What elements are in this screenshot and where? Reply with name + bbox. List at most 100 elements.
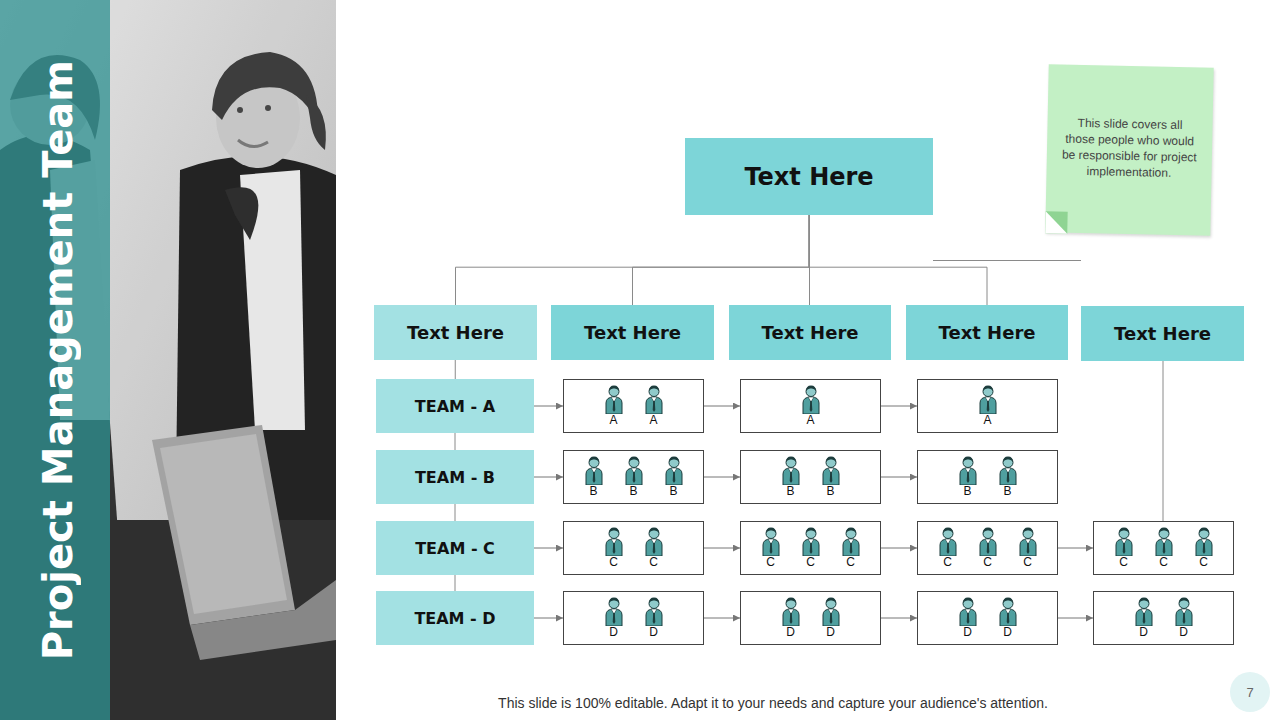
- member-letter: B: [629, 485, 637, 497]
- member-figure: C: [751, 522, 791, 568]
- member-letter: C: [609, 556, 618, 568]
- member-figure: B: [948, 451, 988, 497]
- person-icon: [802, 526, 820, 556]
- member-box: DD: [1093, 591, 1234, 645]
- member-figure: A: [968, 380, 1008, 426]
- member-letter: C: [649, 556, 658, 568]
- member-figure: C: [928, 522, 968, 568]
- person-icon: [802, 384, 820, 414]
- flow-arrow: [534, 548, 563, 549]
- team-box: TEAM - C: [376, 521, 534, 575]
- member-letter: B: [589, 485, 597, 497]
- member-figure: B: [988, 451, 1028, 497]
- member-box: BBB: [563, 450, 704, 504]
- photo-tint: [110, 0, 336, 720]
- member-box: CCC: [740, 521, 881, 575]
- member-figure: C: [1104, 522, 1144, 568]
- member-letter: D: [649, 626, 658, 638]
- member-figure: C: [1008, 522, 1048, 568]
- member-figure: C: [831, 522, 871, 568]
- flow-arrow: [881, 406, 917, 407]
- tree-connector: [809, 215, 987, 305]
- flow-arrow: [534, 477, 563, 478]
- box-text: This slide covers all those people who w…: [1060, 115, 1198, 182]
- member-box: CC: [563, 521, 704, 575]
- member-box: CCC: [917, 521, 1058, 575]
- member-box: CCC: [1093, 521, 1234, 575]
- member-box: A: [740, 379, 881, 433]
- slide-title: Project Management Team: [35, 60, 81, 660]
- person-icon: [782, 596, 800, 626]
- box-text: Text Here: [744, 163, 873, 191]
- person-icon: [762, 526, 780, 556]
- member-box: BB: [740, 450, 881, 504]
- person-icon: [605, 384, 623, 414]
- person-icon: [1135, 596, 1153, 626]
- person-icon: [979, 526, 997, 556]
- member-figure: C: [1144, 522, 1184, 568]
- column-header: Text Here: [551, 305, 714, 360]
- member-letter: C: [766, 556, 775, 568]
- flow-arrow: [1058, 618, 1093, 619]
- tree-connector: [933, 260, 1081, 261]
- member-letter: D: [963, 626, 972, 638]
- member-figure: B: [811, 451, 851, 497]
- tree-connector: [809, 215, 810, 305]
- person-icon: [605, 596, 623, 626]
- member-figure: C: [594, 522, 634, 568]
- member-figure: A: [634, 380, 674, 426]
- team-box: TEAM - A: [376, 379, 534, 433]
- team-box: TEAM - B: [376, 450, 534, 504]
- person-icon: [665, 455, 683, 485]
- member-letter: C: [983, 556, 992, 568]
- member-letter: C: [1159, 556, 1168, 568]
- member-letter: C: [1199, 556, 1208, 568]
- member-letter: B: [669, 485, 677, 497]
- member-figure: B: [771, 451, 811, 497]
- member-figure: D: [634, 592, 674, 638]
- member-letter: D: [786, 626, 795, 638]
- person-icon: [1175, 596, 1193, 626]
- member-letter: B: [1003, 485, 1011, 497]
- person-icon: [645, 384, 663, 414]
- box-text: TEAM - D: [414, 609, 495, 628]
- member-letter: A: [649, 414, 657, 426]
- flow-arrow: [881, 548, 917, 549]
- column-header: Text Here: [906, 305, 1068, 360]
- person-icon: [1155, 526, 1173, 556]
- box-text: Text Here: [762, 322, 859, 343]
- member-letter: A: [983, 414, 991, 426]
- member-figure: C: [1184, 522, 1224, 568]
- tree-connector: [633, 215, 810, 305]
- person-icon: [822, 596, 840, 626]
- person-icon: [782, 455, 800, 485]
- member-box: DD: [740, 591, 881, 645]
- member-letter: C: [1023, 556, 1032, 568]
- member-letter: C: [806, 556, 815, 568]
- photo-wall: [0, 0, 336, 720]
- flow-arrow: [704, 548, 740, 549]
- page-number: 7: [1230, 672, 1270, 712]
- slide-caption: This slide is 100% editable. Adapt it to…: [336, 695, 1210, 711]
- person-icon: [842, 526, 860, 556]
- column-header: Text Here: [374, 305, 537, 360]
- person-icon: [645, 526, 663, 556]
- member-figure: B: [614, 451, 654, 497]
- person-icon: [625, 455, 643, 485]
- member-box: DD: [563, 591, 704, 645]
- box-text: Text Here: [584, 322, 681, 343]
- member-letter: C: [943, 556, 952, 568]
- tree-connector: [456, 215, 810, 305]
- member-box: BB: [917, 450, 1058, 504]
- member-letter: D: [1139, 626, 1148, 638]
- person-icon: [999, 596, 1017, 626]
- box-text: 7: [1246, 685, 1253, 700]
- person-icon: [939, 526, 957, 556]
- member-box: AA: [563, 379, 704, 433]
- column-header: Text Here: [729, 305, 891, 360]
- member-letter: B: [786, 485, 794, 497]
- member-letter: D: [609, 626, 618, 638]
- box-text: TEAM - C: [415, 539, 495, 558]
- title-band: [0, 0, 110, 720]
- member-figure: A: [594, 380, 634, 426]
